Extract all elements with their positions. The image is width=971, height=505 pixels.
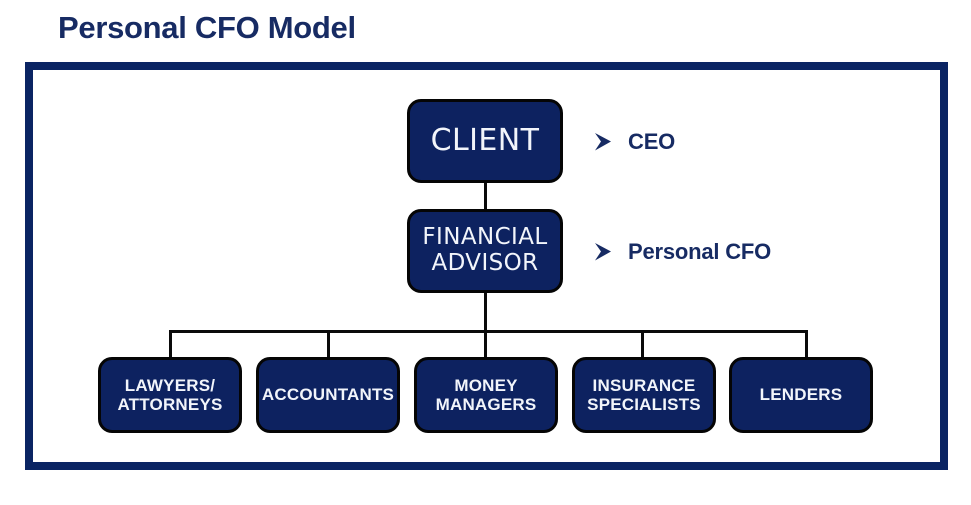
connector-drop-lenders [805,330,808,360]
connector-drop-lawyers [169,330,172,360]
node-client[interactable]: CLIENT [407,99,563,183]
node-accountants-label: ACCOUNTANTS [261,385,395,405]
callout-personal-cfo-label: Personal CFO [628,239,772,264]
chevron-right-icon [592,241,614,263]
node-money-managers-label: MONEY MANAGERS [435,375,537,414]
connector-advisor-to-bus [484,290,487,332]
node-lawyers-attorneys-label: LAWYERS/ ATTORNEYS [117,375,223,414]
node-financial-advisor[interactable]: FINANCIAL ADVISOR [407,209,563,293]
page-title: Personal CFO Model [58,10,356,45]
node-client-label: CLIENT [430,123,540,159]
node-insurance-specialists[interactable]: INSURANCE SPECIALISTS [572,357,716,433]
connector-drop-money-managers [484,330,487,360]
node-lenders-label: LENDERS [759,385,843,405]
chevron-right-icon [592,131,614,153]
callout-personal-cfo: Personal CFO [592,239,771,265]
node-accountants[interactable]: ACCOUNTANTS [256,357,400,433]
connector-client-to-advisor [484,180,487,212]
connector-drop-insurance [641,330,644,360]
callout-ceo-label: CEO [628,129,676,154]
connector-drop-accountants [327,330,330,360]
callout-ceo: CEO [592,129,675,155]
node-money-managers[interactable]: MONEY MANAGERS [414,357,558,433]
node-insurance-specialists-label: INSURANCE SPECIALISTS [587,375,701,414]
connector-horizontal-bus [171,330,808,333]
node-lenders[interactable]: LENDERS [729,357,873,433]
node-lawyers-attorneys[interactable]: LAWYERS/ ATTORNEYS [98,357,242,433]
node-financial-advisor-label: FINANCIAL ADVISOR [422,224,548,276]
